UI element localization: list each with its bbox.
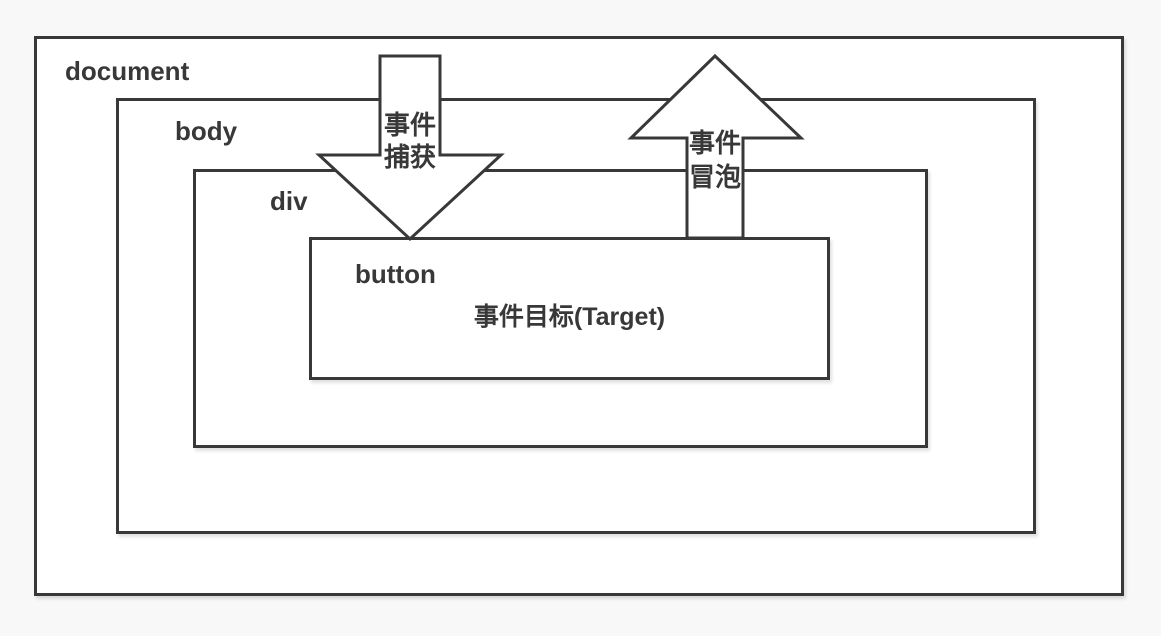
capture-arrow-label-line1: 事件 — [383, 110, 436, 140]
button-box — [309, 237, 830, 380]
body-label: body — [175, 116, 238, 146]
capture-arrow-label-line2: 捕获 — [383, 142, 436, 172]
document-label: document — [65, 56, 190, 86]
capture-arrow-label: 事件 捕获 — [355, 109, 465, 173]
button-label: button — [355, 259, 436, 289]
bubble-arrow-label: 事件 冒泡 — [660, 126, 770, 194]
bubble-arrow-label-line2: 冒泡 — [688, 162, 741, 192]
bubble-arrow-label-line1: 事件 — [688, 128, 741, 158]
div-label: div — [270, 186, 308, 216]
event-target-label: 事件目标(Target) — [473, 303, 666, 331]
